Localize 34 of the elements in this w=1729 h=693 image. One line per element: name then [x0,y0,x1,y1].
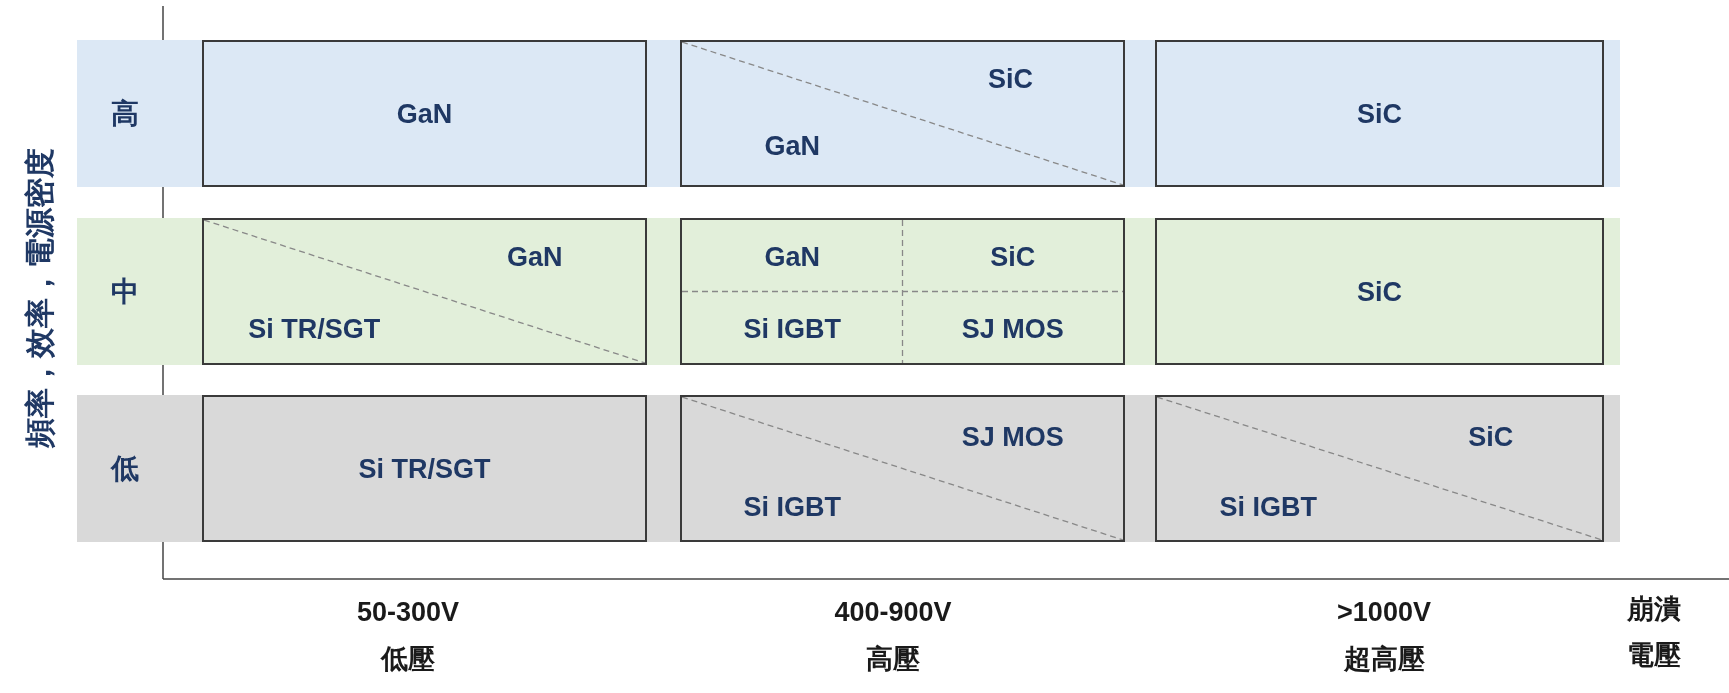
grid-cell [202,395,647,542]
material-label: GaN [396,98,453,129]
row-label: 高 [111,96,139,131]
material-label: SiC [1357,98,1402,129]
material-label: GaN [764,241,820,273]
voltage-class: 低壓 [381,643,435,676]
voltage-range: 50-300V [356,596,460,628]
material-label: Si IGBT [743,491,841,523]
material-label: SJ MOS [961,421,1064,453]
row-band [77,218,1620,365]
voltage-class: 高壓 [866,643,920,676]
material-label: GaN [764,130,820,162]
grid-cell [1155,218,1604,365]
material-label: SJ MOS [961,313,1064,345]
voltage-range: >1000V [1337,596,1431,628]
axis-title: 崩潰電壓 [1626,593,1682,672]
material-label: Si TR/SGT [248,313,381,345]
material-label: SiC [1468,421,1514,453]
material-label: SiC [988,63,1034,95]
voltage-class: 超高壓 [1343,643,1425,676]
material-label: GaN [507,241,563,273]
material-label: SiC [1357,276,1402,307]
row-band [77,395,1620,542]
material-label: Si TR/SGT [358,453,491,484]
grid-cell [202,40,647,187]
material-label: Si IGBT [743,313,841,345]
row-label: 中 [111,274,139,309]
row-band [77,40,1620,187]
grid-cell [1155,40,1604,187]
material-label: Si IGBT [1219,491,1317,523]
material-label: SiC [990,241,1036,273]
voltage-range: 400-900V [834,596,952,628]
row-label: 低 [111,451,139,486]
axis-title: 頻率，效率，電源密度 [21,148,57,448]
